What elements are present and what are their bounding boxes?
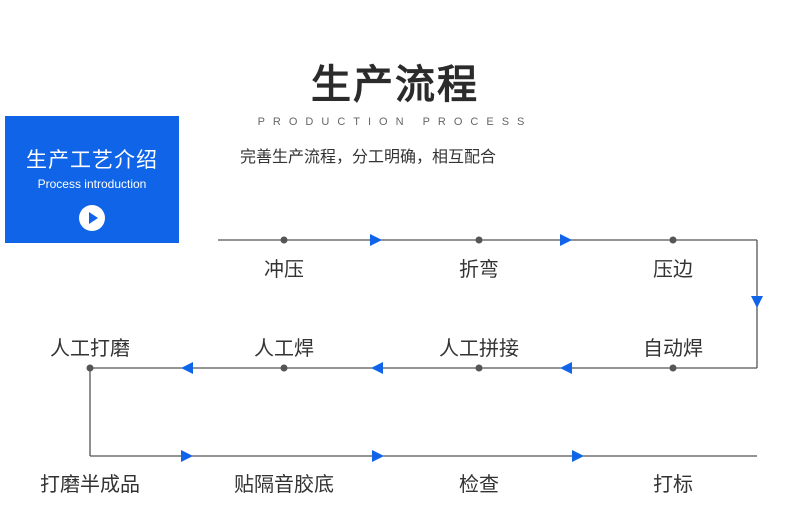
arrow-down-icon bbox=[751, 296, 763, 308]
badge-title: 生产工艺介绍 bbox=[26, 148, 158, 172]
step-label: 人工拼接 bbox=[439, 336, 519, 360]
step-label: 折弯 bbox=[459, 257, 499, 281]
step-label: 冲压 bbox=[264, 257, 304, 281]
arrow-right-icon bbox=[181, 450, 193, 462]
page-title: 生产流程 bbox=[311, 62, 479, 108]
flow-connectors bbox=[89, 239, 758, 457]
step-dot bbox=[280, 364, 288, 372]
step-dot bbox=[475, 364, 483, 372]
step-label: 人工打磨 bbox=[50, 336, 130, 360]
arrow-right-icon bbox=[572, 450, 584, 462]
arrow-right-icon bbox=[370, 234, 382, 246]
step-label: 压边 bbox=[653, 257, 693, 281]
step-dot bbox=[280, 236, 288, 244]
flow-arrows bbox=[181, 234, 763, 462]
subtitle-english: PRODUCTION PROCESS bbox=[257, 116, 533, 128]
step-dot bbox=[475, 236, 483, 244]
arrow-left-icon bbox=[181, 362, 193, 374]
step-label: 检查 bbox=[459, 472, 499, 496]
step-dot bbox=[86, 364, 94, 372]
subtitle-chinese: 完善生产流程，分工明确，相互配合 bbox=[240, 147, 497, 166]
step-label: 打磨半成品 bbox=[40, 472, 140, 496]
step-dot bbox=[669, 364, 677, 372]
arrow-right-icon bbox=[560, 234, 572, 246]
step-label: 打标 bbox=[653, 472, 693, 496]
step-label: 自动焊 bbox=[643, 336, 703, 360]
play-icon[interactable] bbox=[79, 205, 105, 231]
arrow-right-icon bbox=[372, 450, 384, 462]
badge-subtitle: Process introduction bbox=[37, 177, 147, 191]
step-label: 人工焊 bbox=[254, 336, 314, 360]
step-label: 贴隔音胶底 bbox=[234, 472, 334, 496]
arrow-left-icon bbox=[371, 362, 383, 374]
process-intro-badge[interactable]: 生产工艺介绍 Process introduction bbox=[5, 116, 179, 243]
flow-dots bbox=[86, 236, 677, 372]
arrow-left-icon bbox=[560, 362, 572, 374]
step-dot bbox=[669, 236, 677, 244]
